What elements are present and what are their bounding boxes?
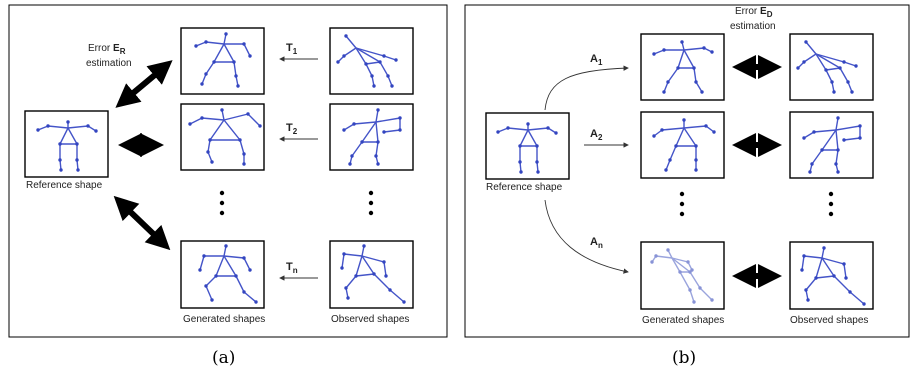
error-arrow-1 <box>115 60 173 108</box>
panel-b: A1 A2 An Error ED estimation Reference s… <box>464 4 910 338</box>
generated-shape-box-bn <box>640 241 725 310</box>
error-estimation-a: estimation <box>86 58 132 69</box>
reference-label-b: Reference shape <box>486 182 563 193</box>
generated-skeleton-1 <box>194 32 252 88</box>
generated-skeleton-b1 <box>652 40 714 94</box>
ellipsis-observed-b <box>828 191 834 217</box>
observed-shape-box-b1 <box>789 33 874 101</box>
transform-label-1: T1 <box>286 42 298 56</box>
generated-skeleton-b2 <box>652 118 716 172</box>
generated-shape-box-n <box>180 240 265 309</box>
error-label-b: Error ED <box>735 6 773 19</box>
generated-skeleton-bn <box>650 248 714 304</box>
caption-b: (b) <box>672 348 696 368</box>
generated-skeleton-2 <box>188 108 262 166</box>
transform-label-2: T2 <box>286 122 298 136</box>
panel-b-frame <box>464 4 910 338</box>
observed-skeleton-1 <box>336 34 398 88</box>
observed-skeleton-bn <box>800 246 866 306</box>
transform-label-b1: A1 <box>590 53 603 67</box>
ellipsis-generated-b <box>679 191 685 217</box>
ellipsis-generated <box>219 190 225 216</box>
generated-label-a: Generated shapes <box>183 314 265 325</box>
generated-label-b: Generated shapes <box>642 315 724 326</box>
reference-skeleton-b <box>496 122 558 174</box>
observed-label-b: Observed shapes <box>790 315 868 326</box>
observed-shape-box-b2 <box>789 111 874 179</box>
reference-shape-box-b <box>485 112 570 180</box>
observed-shape-box-bn <box>789 241 874 310</box>
transform-label-bn: An <box>590 236 603 250</box>
reference-skeleton <box>36 120 98 172</box>
observed-shape-box-n <box>329 240 414 309</box>
observed-label-a: Observed shapes <box>331 314 409 325</box>
generated-shape-box-b1 <box>640 33 725 101</box>
generated-shape-box-2 <box>180 103 265 171</box>
transform-arrow-bn <box>544 199 629 274</box>
observed-skeleton-b1 <box>796 40 858 94</box>
panel-a-frame <box>8 4 448 338</box>
reference-shape-box <box>24 110 109 178</box>
generated-shape-box-1 <box>180 27 265 95</box>
caption-a: (a) <box>212 348 235 368</box>
error-label-a: Error ER <box>88 43 126 56</box>
observed-shape-box-1 <box>329 27 414 95</box>
observed-shape-box-2 <box>329 103 414 171</box>
error-arrow-n <box>113 195 171 251</box>
transform-arrow-b1 <box>544 65 629 111</box>
panel-a: T1 T2 Tn Error ER estimation Reference s… <box>8 4 448 338</box>
generated-shape-box-b2 <box>640 111 725 179</box>
generated-skeleton-n <box>198 244 258 304</box>
observed-skeleton-b2 <box>802 116 862 174</box>
ellipsis-observed <box>368 190 374 216</box>
transform-label-n: Tn <box>286 261 298 275</box>
transform-label-b2: A2 <box>590 128 603 142</box>
reference-label-a: Reference shape <box>26 180 103 191</box>
observed-skeleton-2 <box>342 108 402 166</box>
error-estimation-b: estimation <box>730 21 776 32</box>
observed-skeleton-n <box>340 244 406 304</box>
